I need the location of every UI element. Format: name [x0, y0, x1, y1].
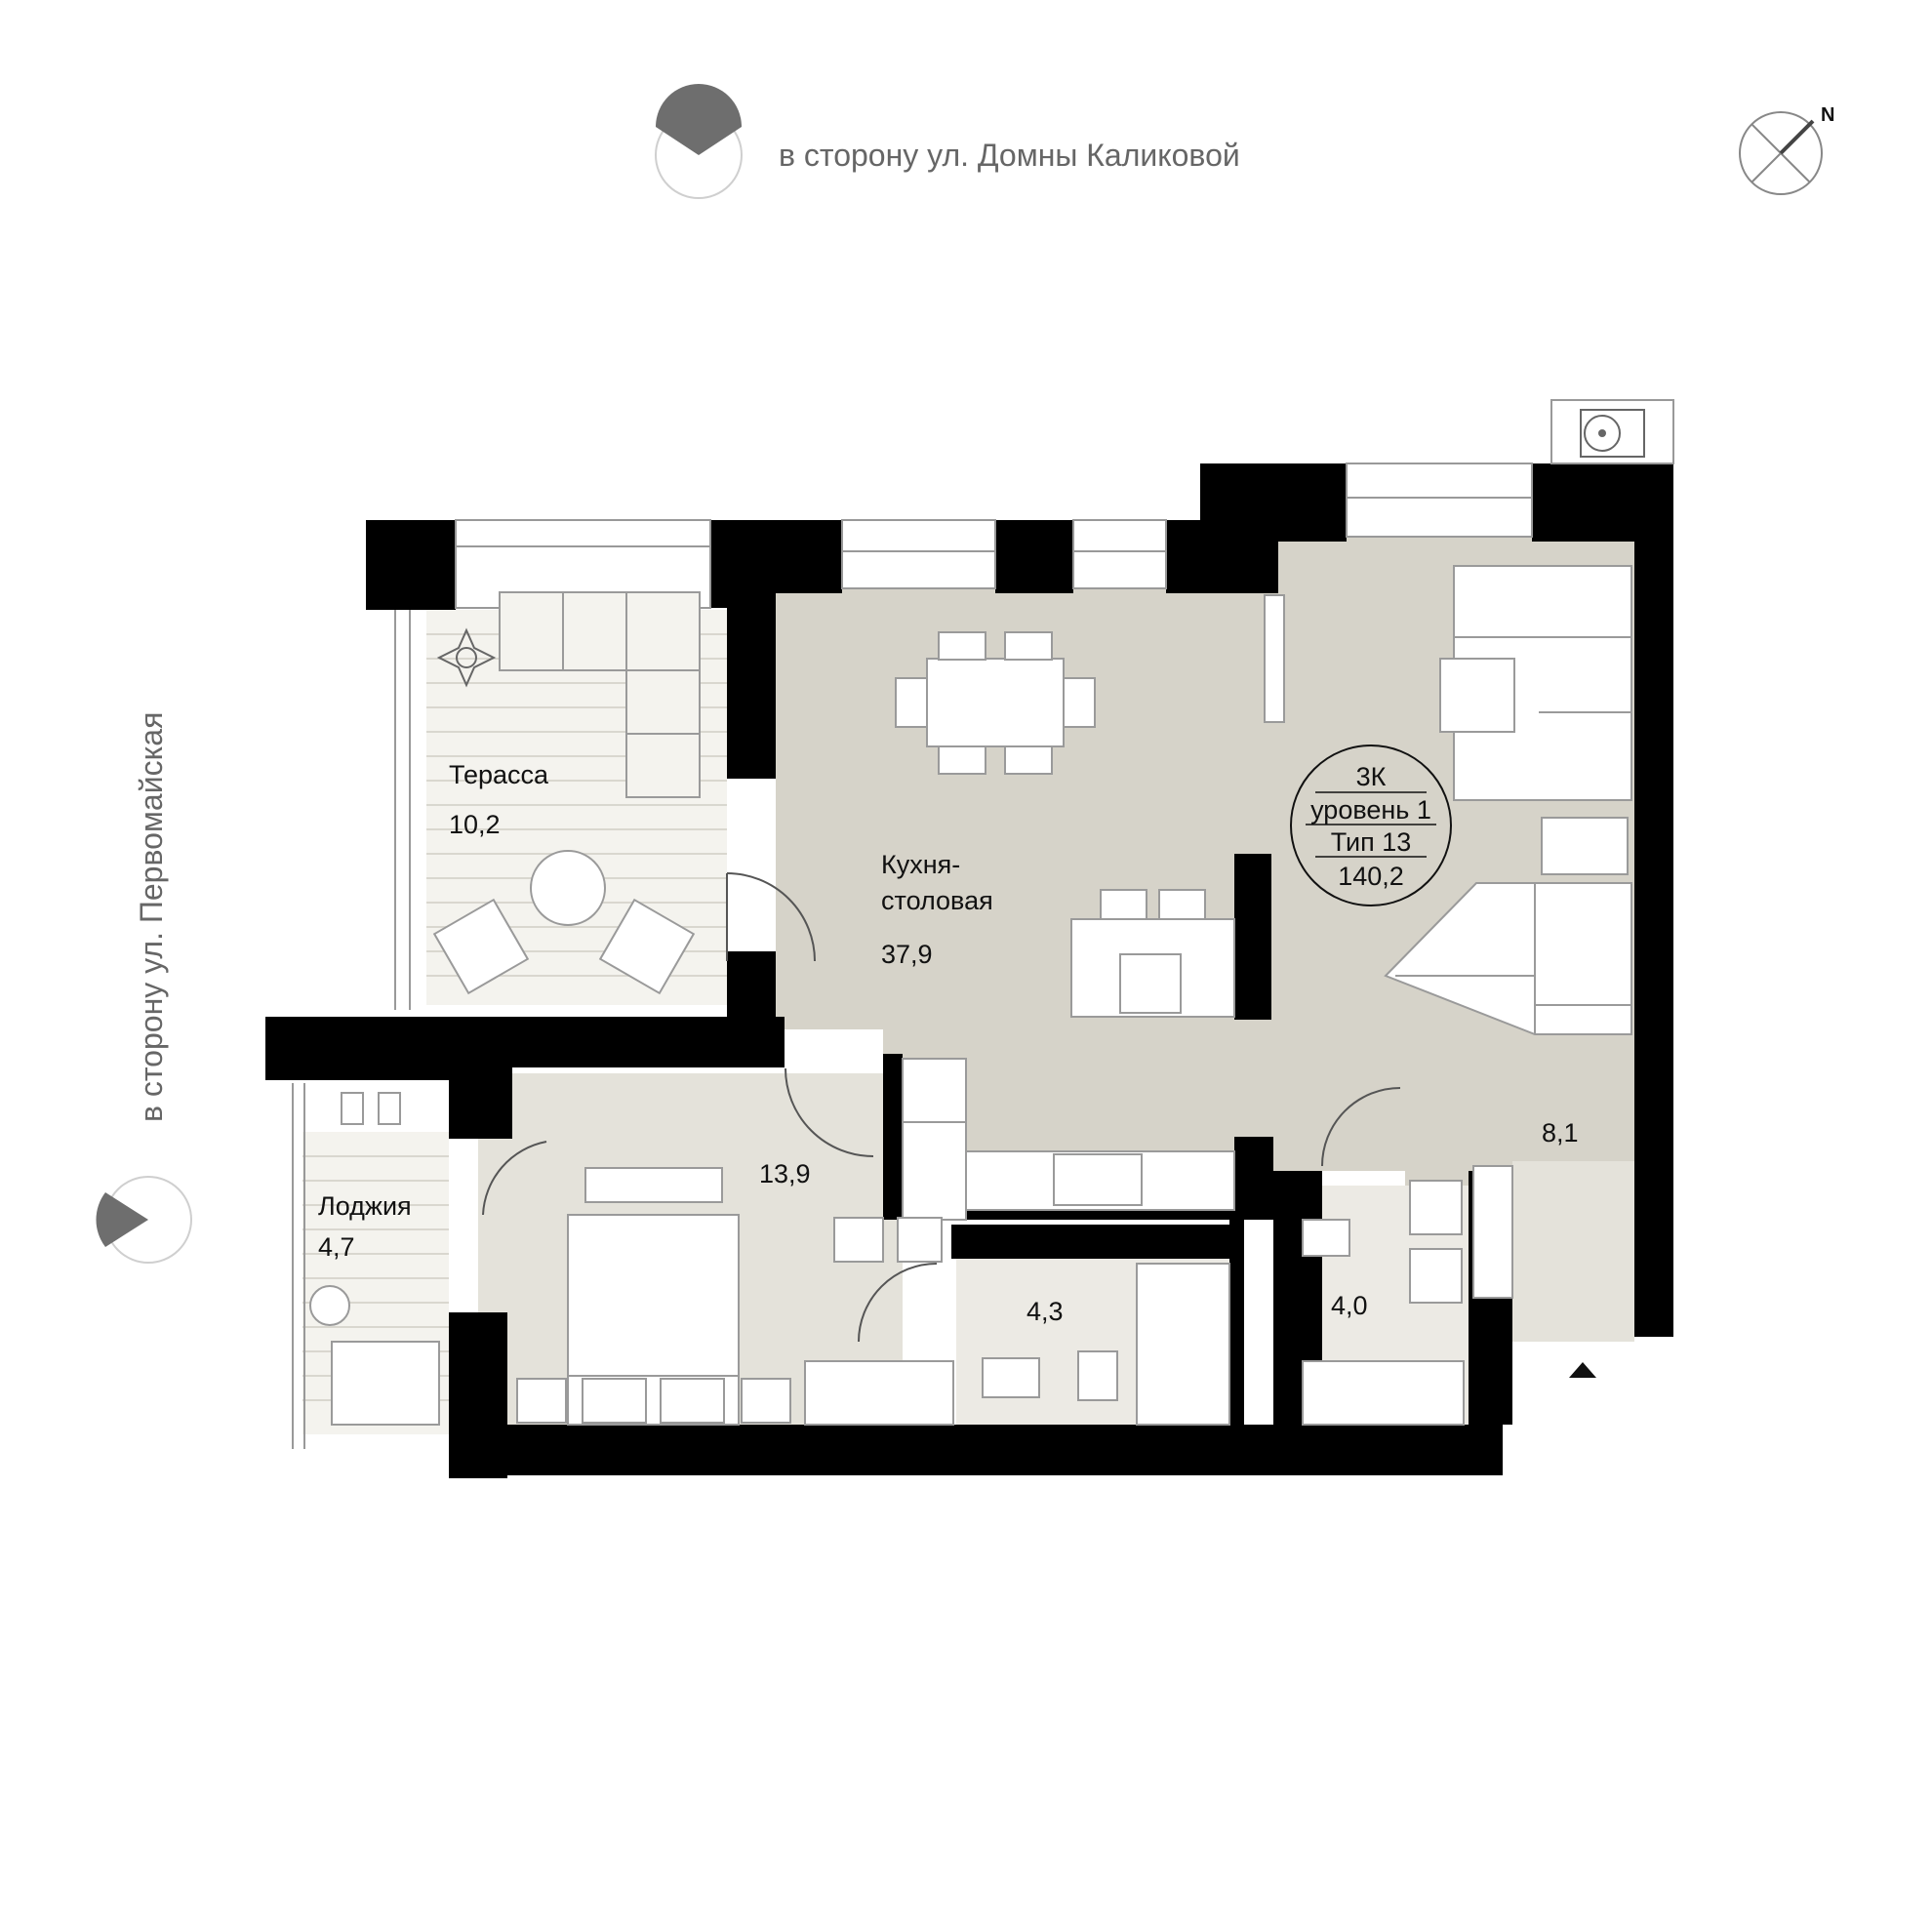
bedroom-area-value: 13,9: [759, 1159, 811, 1188]
windows: [455, 399, 1674, 609]
north-label: N: [1821, 104, 1834, 126]
apartment-total-area: 140,2: [1338, 862, 1404, 891]
doors: [482, 872, 1401, 1343]
apartment-plan-type: Тип 13: [1331, 827, 1412, 857]
left-compass-icon: [96, 1176, 192, 1264]
top-compass-icon: [655, 84, 743, 199]
hall-area-value: 8,1: [1542, 1118, 1579, 1147]
bath-left-area-value: 4,3: [1026, 1297, 1064, 1326]
north-arrow-icon: [1739, 111, 1823, 195]
entrance-arrow-icon: [1569, 1362, 1596, 1378]
furniture: [309, 565, 1632, 1426]
loggia-area-value: 4,7: [318, 1232, 355, 1262]
kitchen-name-line1: Кухня-: [881, 850, 960, 879]
terrace-name: Терасса: [449, 760, 549, 789]
apartment-level: уровень 1: [1310, 795, 1431, 825]
kitchen-area-value: 37,9: [881, 940, 933, 969]
apartment-badge: [1290, 745, 1452, 906]
bath-right-area-value: 4,0: [1331, 1291, 1368, 1320]
top-street-label: в сторону ул. Домны Каликовой: [779, 138, 1240, 173]
terrace-area-value: 10,2: [449, 810, 501, 839]
loggia-name: Лоджия: [318, 1191, 412, 1221]
apartment-type: 3К: [1356, 762, 1387, 791]
ac-unit-icon: [1580, 409, 1645, 458]
left-street-label: в сторону ул. Первомайская: [134, 712, 169, 1122]
walls: [265, 463, 1673, 1478]
plant-icon: [436, 627, 497, 688]
kitchen-name-line2: столовая: [881, 886, 993, 915]
